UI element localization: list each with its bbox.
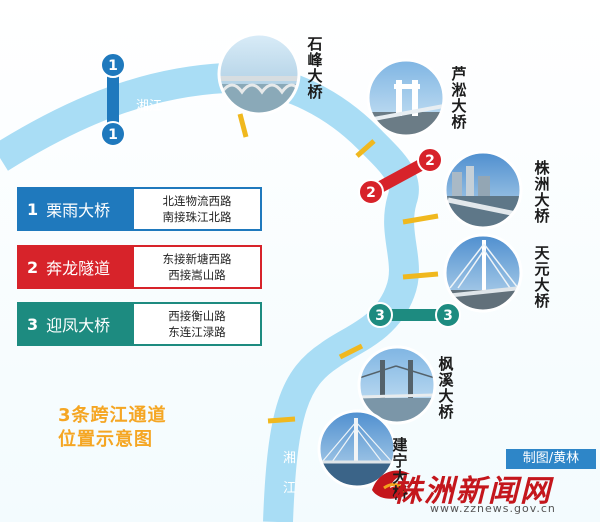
bridge-marker-lusong: [355, 139, 376, 158]
photo-lusong-bridge: [366, 58, 446, 138]
crossing-3-end-num: 3: [443, 308, 453, 324]
label-lusong-bridge: 芦淞大桥: [451, 65, 467, 131]
credit-badge: 制图/黄林: [506, 449, 596, 469]
logo-emblem-icon: [372, 470, 410, 499]
crossing-1-end-num: 1: [108, 127, 118, 143]
river-label-bottom-1: 湘: [283, 451, 297, 466]
legend-crossing-2: 2 奔龙隧道 东接新塘西路 西接嵩山路: [17, 245, 262, 289]
crossing-2-line: 2 2: [358, 147, 443, 205]
crossing-2-start-num: 2: [366, 185, 376, 201]
label-fengxi-bridge: 枫溪大桥: [438, 355, 454, 421]
legend-1-number: 1: [27, 199, 39, 219]
bridge-marker-tianyuan: [402, 271, 439, 280]
legend-3-number: 3: [27, 314, 39, 334]
legend-3-line2: 东连江渌路: [168, 325, 226, 339]
label-jianning-bridge: 建宁大桥: [392, 436, 408, 502]
crossing-3-line: 3 3: [367, 302, 461, 328]
crossing-1-line: 1 1: [100, 52, 126, 147]
river-label-bottom-2: 江: [283, 481, 297, 496]
bridge-marker-zhuzhou: [402, 213, 439, 225]
legend-3-name: 迎凤大桥: [46, 316, 111, 335]
map-title-line1: 3条跨江通道: [58, 405, 167, 426]
river-xiangjiang: [0, 62, 419, 522]
map-title: 3条跨江通道 位置示意图: [58, 404, 167, 452]
logo-url[interactable]: www.zznews.gov.cn: [430, 502, 556, 515]
legend-1-line2: 南接珠江北路: [162, 210, 232, 224]
legend-crossing-3: 3 迎凤大桥 西接衡山路 东连江渌路: [17, 302, 262, 346]
legend-2-name: 奔龙隧道: [46, 259, 111, 278]
photo-tianyuan-bridge: [443, 233, 523, 313]
label-shifeng-bridge: 石峰大桥: [307, 35, 323, 101]
photo-fengxi-bridge: [357, 345, 437, 425]
bridge-marker-fengxi: [338, 343, 364, 360]
bridge-marker-shifeng: [237, 113, 249, 138]
river-label-top: 湘江: [136, 99, 163, 114]
photo-jianning-bridge: [317, 409, 397, 489]
label-tianyuan-bridge: 天元大桥: [534, 244, 550, 310]
logo-text: 株洲新闻网: [392, 474, 552, 509]
legend-1-name: 栗雨大桥: [46, 201, 111, 220]
crossing-1-start-num: 1: [108, 58, 118, 74]
legend-2-line2: 西接嵩山路: [168, 268, 226, 282]
bridge-marker-jianning: [267, 416, 296, 424]
photo-shifeng-bridge: [217, 32, 301, 116]
legend-2-line1: 东接新塘西路: [162, 252, 232, 266]
crossing-2-end-num: 2: [425, 153, 435, 169]
photo-zhuzhou-bridge: [443, 150, 523, 230]
label-zhuzhou-bridge: 株洲大桥: [534, 159, 550, 225]
map-title-line2: 位置示意图: [58, 429, 153, 450]
crossing-3-start-num: 3: [375, 308, 385, 324]
legend-1-line1: 北连物流西路: [162, 194, 232, 208]
legend-2-number: 2: [27, 257, 39, 277]
legend-3-line1: 西接衡山路: [168, 309, 226, 323]
legend-crossing-1: 1 栗雨大桥 北连物流西路 南接珠江北路: [17, 187, 262, 231]
